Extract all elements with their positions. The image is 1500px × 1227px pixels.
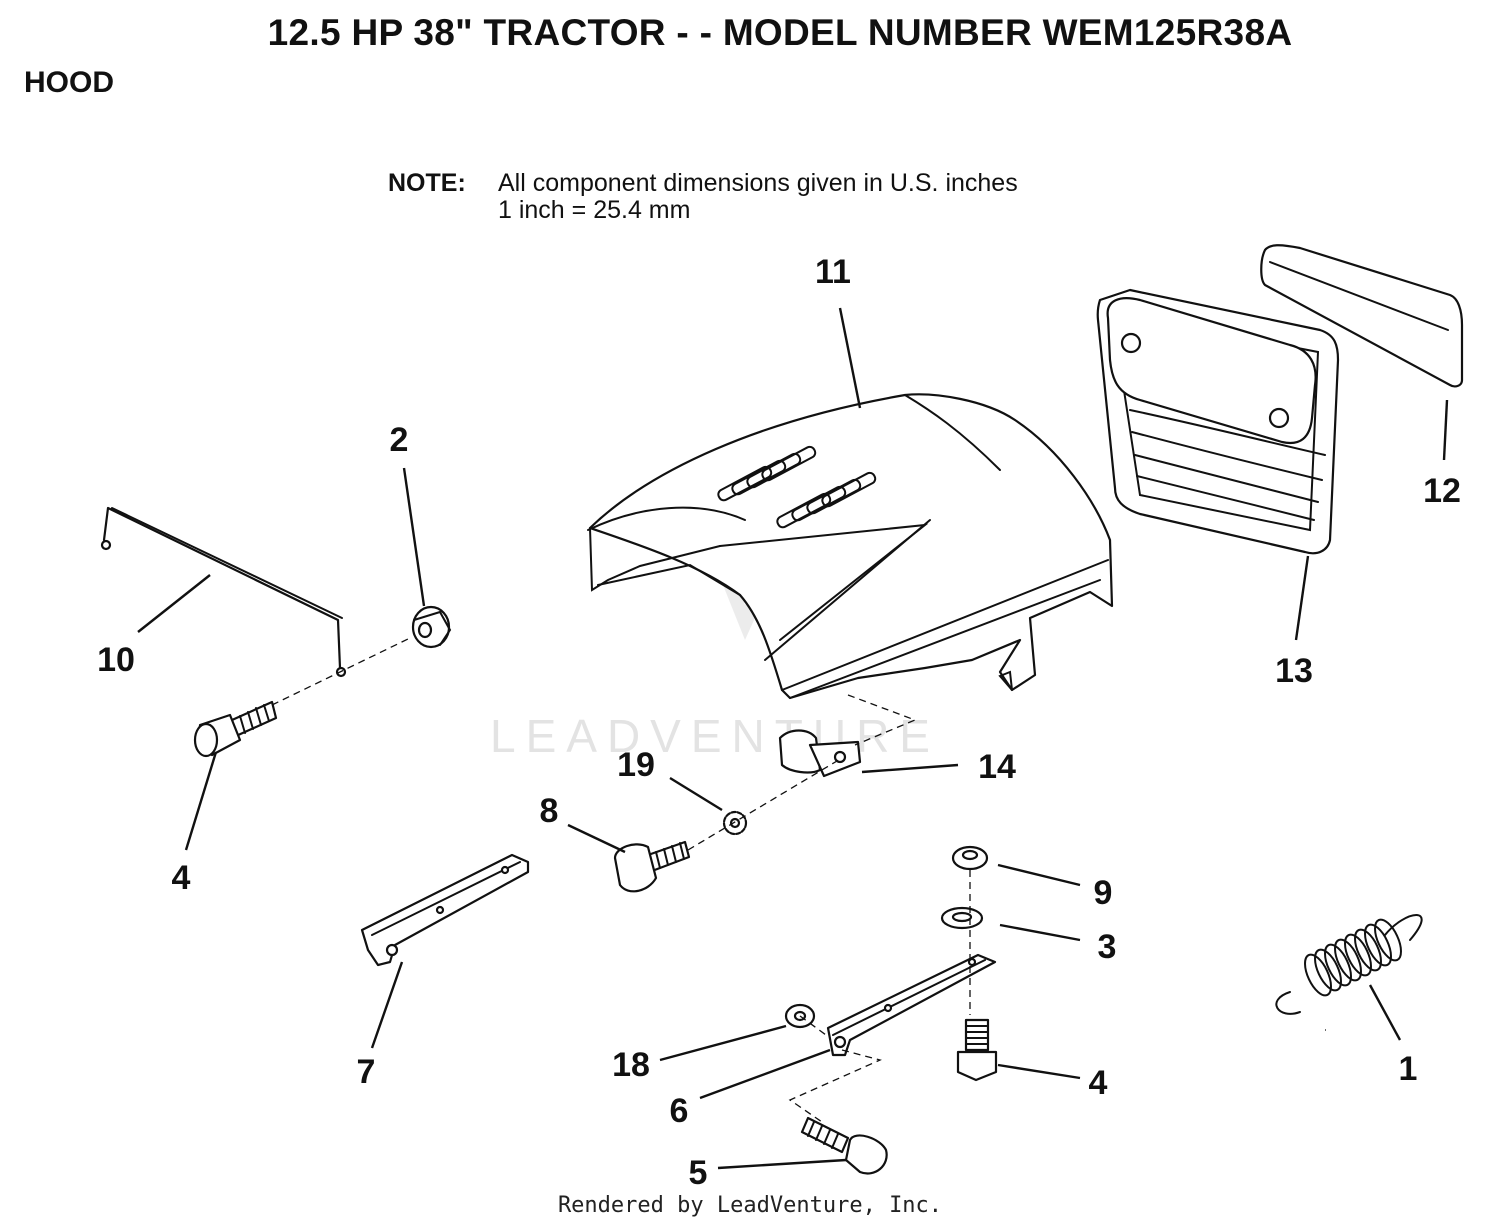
callout-6: 6	[670, 1092, 689, 1130]
callout-18: 18	[612, 1046, 650, 1084]
flat-washer-part[interactable]	[940, 906, 984, 930]
star-washer-part[interactable]	[722, 810, 748, 836]
hood-part[interactable]	[587, 393, 1114, 700]
callout-1: 1	[1399, 1050, 1418, 1088]
grille-trim-part[interactable]	[1260, 244, 1464, 388]
callout-12: 12	[1423, 472, 1461, 510]
nut-part[interactable]	[411, 605, 452, 649]
support-bracket-right-part[interactable]	[826, 953, 997, 1057]
hood-vent-slots	[717, 445, 877, 529]
hood-rod-part[interactable]	[100, 506, 347, 678]
leader-lines	[137, 307, 1449, 1170]
callout-4-left: 4	[172, 859, 191, 897]
nut-lower-part[interactable]	[951, 845, 989, 871]
bolt-right-part[interactable]	[956, 1018, 998, 1082]
callout-5: 5	[689, 1154, 708, 1192]
note-line-1: All component dimensions given in U.S. i…	[498, 169, 1018, 197]
spring-coils	[1304, 918, 1402, 997]
callout-13: 13	[1275, 652, 1313, 690]
callout-10: 10	[97, 641, 135, 679]
callout-7: 7	[357, 1053, 376, 1091]
grille-part[interactable]	[1096, 288, 1340, 555]
callout-14: 14	[978, 748, 1016, 786]
hood-bracket-part[interactable]	[778, 729, 862, 778]
section-title: HOOD	[24, 66, 114, 99]
callout-19: 19	[617, 746, 655, 784]
spring-part[interactable]	[1275, 914, 1423, 1015]
callout-4-right: 4	[1089, 1064, 1108, 1102]
support-bracket-left-part[interactable]	[360, 853, 530, 967]
flange-bolt-part[interactable]	[613, 840, 691, 893]
shoulder-bolt-part[interactable]	[800, 1116, 888, 1175]
callout-labels: 11 12 13 2 10 4 19 14 8 9 3 7 18 6 4 5 1	[97, 253, 1461, 1192]
callout-8: 8	[540, 792, 559, 830]
bolt-left-part[interactable]	[193, 700, 278, 758]
watermark-text: LEADVENTURE	[490, 710, 940, 762]
note-line-2: 1 inch = 25.4 mm	[498, 196, 691, 224]
note-label: NOTE:	[388, 169, 466, 197]
diagram-title: 12.5 HP 38" TRACTOR - - MODEL NUMBER WEM…	[267, 12, 1293, 53]
callout-11: 11	[815, 253, 851, 291]
callout-2: 2	[390, 421, 409, 459]
callout-9: 9	[1094, 874, 1113, 912]
render-credit: Rendered by LeadVenture, Inc.	[557, 1193, 943, 1218]
assembly-lines	[271, 637, 1326, 1123]
callout-3: 3	[1098, 928, 1117, 966]
